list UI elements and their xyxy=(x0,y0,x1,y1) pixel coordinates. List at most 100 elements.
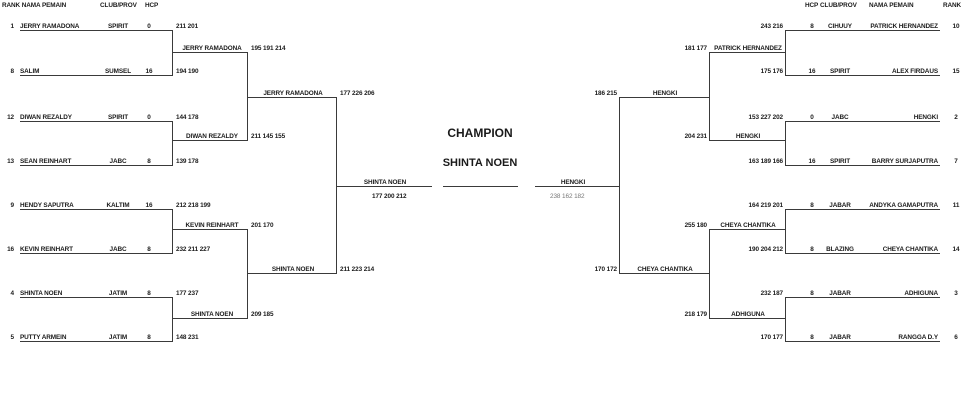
player-hcp: 8 xyxy=(147,334,151,341)
bracket-line xyxy=(173,140,248,142)
player-name: JERRY RAMADONA xyxy=(20,23,80,30)
bracket-line xyxy=(20,253,173,255)
player-hcp: 8 xyxy=(810,290,814,297)
player-rank: 8 xyxy=(10,68,15,75)
player-rank: 4 xyxy=(10,290,15,297)
round2-scores: 204 231 xyxy=(684,133,708,140)
bracket-line xyxy=(786,75,940,77)
player-rank: 10 xyxy=(952,23,960,30)
bracket-connector xyxy=(172,209,174,255)
player-hcp: 16 xyxy=(145,68,153,75)
player-hcp: 8 xyxy=(147,246,151,253)
semifinal-scores: 186 215 xyxy=(594,90,618,97)
finalist-name: HENGKI xyxy=(560,179,586,186)
player-scores: 211 201 xyxy=(176,23,199,30)
bracket-line xyxy=(20,165,173,167)
champion-label: CHAMPION xyxy=(447,126,513,140)
player-hcp: 16 xyxy=(145,202,153,209)
bracket-line xyxy=(20,75,173,77)
player-hcp: 8 xyxy=(810,202,814,209)
player-club: SPIRIT xyxy=(108,23,128,30)
bracket-connector xyxy=(619,97,621,275)
player-club: JATIM xyxy=(108,290,128,297)
bracket-connector xyxy=(247,229,249,320)
round2-name: ADHIGUNA xyxy=(731,311,765,318)
bracket-line xyxy=(710,318,786,320)
player-name: CHEYA CHANTIKA xyxy=(882,246,938,253)
player-hcp: 8 xyxy=(810,23,814,30)
player-name: RANGGA D.Y xyxy=(898,334,938,341)
round2-scores: 209 185 xyxy=(251,311,274,318)
bracket-connector xyxy=(785,121,787,167)
round2-name: CHEYA CHANTIKA xyxy=(720,222,776,229)
player-scores: 139 178 xyxy=(176,158,199,165)
player-name: ANDYKA GAMAPUTRA xyxy=(869,202,938,209)
header-name-right: NAMA PEMAIN xyxy=(869,2,914,9)
round2-scores: 181 177 xyxy=(684,45,708,52)
bracket-line xyxy=(337,186,432,188)
player-rank: 7 xyxy=(954,158,958,165)
bracket-line xyxy=(535,186,620,188)
bracket-connector xyxy=(336,97,338,275)
player-scores: 153 227 202 xyxy=(748,114,784,121)
player-hcp: 8 xyxy=(147,290,151,297)
player-rank: 11 xyxy=(952,202,960,209)
round2-scores: 195 191 214 xyxy=(251,45,286,52)
player-rank: 3 xyxy=(954,290,958,297)
semifinal-scores: 170 172 xyxy=(594,266,618,273)
player-scores: 170 177 xyxy=(760,334,784,341)
player-scores: 232 211 227 xyxy=(176,246,211,253)
round2-name: SHINTA NOEN xyxy=(190,311,234,318)
player-name: KEVIN REINHART xyxy=(20,246,73,253)
player-scores: 212 218 199 xyxy=(176,202,211,209)
semifinal-name: CHEYA CHANTIKA xyxy=(637,266,693,273)
bracket-line xyxy=(786,30,940,32)
player-club: SPIRIT xyxy=(830,158,850,165)
semifinal-name: HENGKI xyxy=(652,90,678,97)
player-scores: 190 204 212 xyxy=(748,246,784,253)
player-name: ALEX FIRDAUS xyxy=(891,68,938,75)
player-scores: 164 219 201 xyxy=(748,202,784,209)
player-hcp: 0 xyxy=(810,114,814,121)
bracket-line xyxy=(620,97,710,99)
player-club: JABAR xyxy=(829,202,851,209)
bracket-line xyxy=(710,140,786,142)
player-hcp: 8 xyxy=(810,334,814,341)
bracket-line xyxy=(620,273,710,275)
player-rank: 1 xyxy=(10,23,15,30)
bracket-connector xyxy=(172,121,174,167)
player-club: JABC xyxy=(109,246,127,253)
round2-name: DIWAN REZALDY xyxy=(186,133,238,140)
round2-scores: 255 180 xyxy=(684,222,708,229)
player-scores: 148 231 xyxy=(176,334,199,341)
champion-line xyxy=(443,186,518,188)
player-scores: 194 190 xyxy=(176,68,199,75)
player-rank: 2 xyxy=(954,114,958,121)
bracket-line xyxy=(786,297,940,299)
player-name: SALIM xyxy=(20,68,40,75)
bracket-line xyxy=(248,273,337,275)
round2-name: HENGKI xyxy=(735,133,761,140)
header-rank-name: RANK NAMA PEMAIN xyxy=(2,2,67,9)
bracket-line xyxy=(786,121,940,123)
bracket-connector xyxy=(172,297,174,343)
bracket-line xyxy=(786,253,940,255)
bracket-line xyxy=(173,52,248,54)
player-club: JABAR xyxy=(829,290,851,297)
round2-name: PATRICK HERNANDEZ xyxy=(714,45,782,52)
bracket-connector xyxy=(785,209,787,255)
player-scores: 175 176 xyxy=(760,68,784,75)
player-club: KALTIM xyxy=(106,202,130,209)
bracket-line xyxy=(20,121,173,123)
player-rank: 14 xyxy=(952,246,960,253)
bracket-connector xyxy=(709,52,711,142)
bracket-line xyxy=(710,229,786,231)
player-hcp: 0 xyxy=(147,23,151,30)
round2-name: KEVIN REINHART xyxy=(185,222,239,229)
player-scores: 144 178 xyxy=(176,114,199,121)
finalist-scores: 177 200 212 xyxy=(372,193,407,200)
bracket-connector xyxy=(785,297,787,343)
player-scores: 163 189 166 xyxy=(748,158,784,165)
player-rank: 12 xyxy=(7,114,14,121)
round2-scores: 201 170 xyxy=(251,222,274,229)
